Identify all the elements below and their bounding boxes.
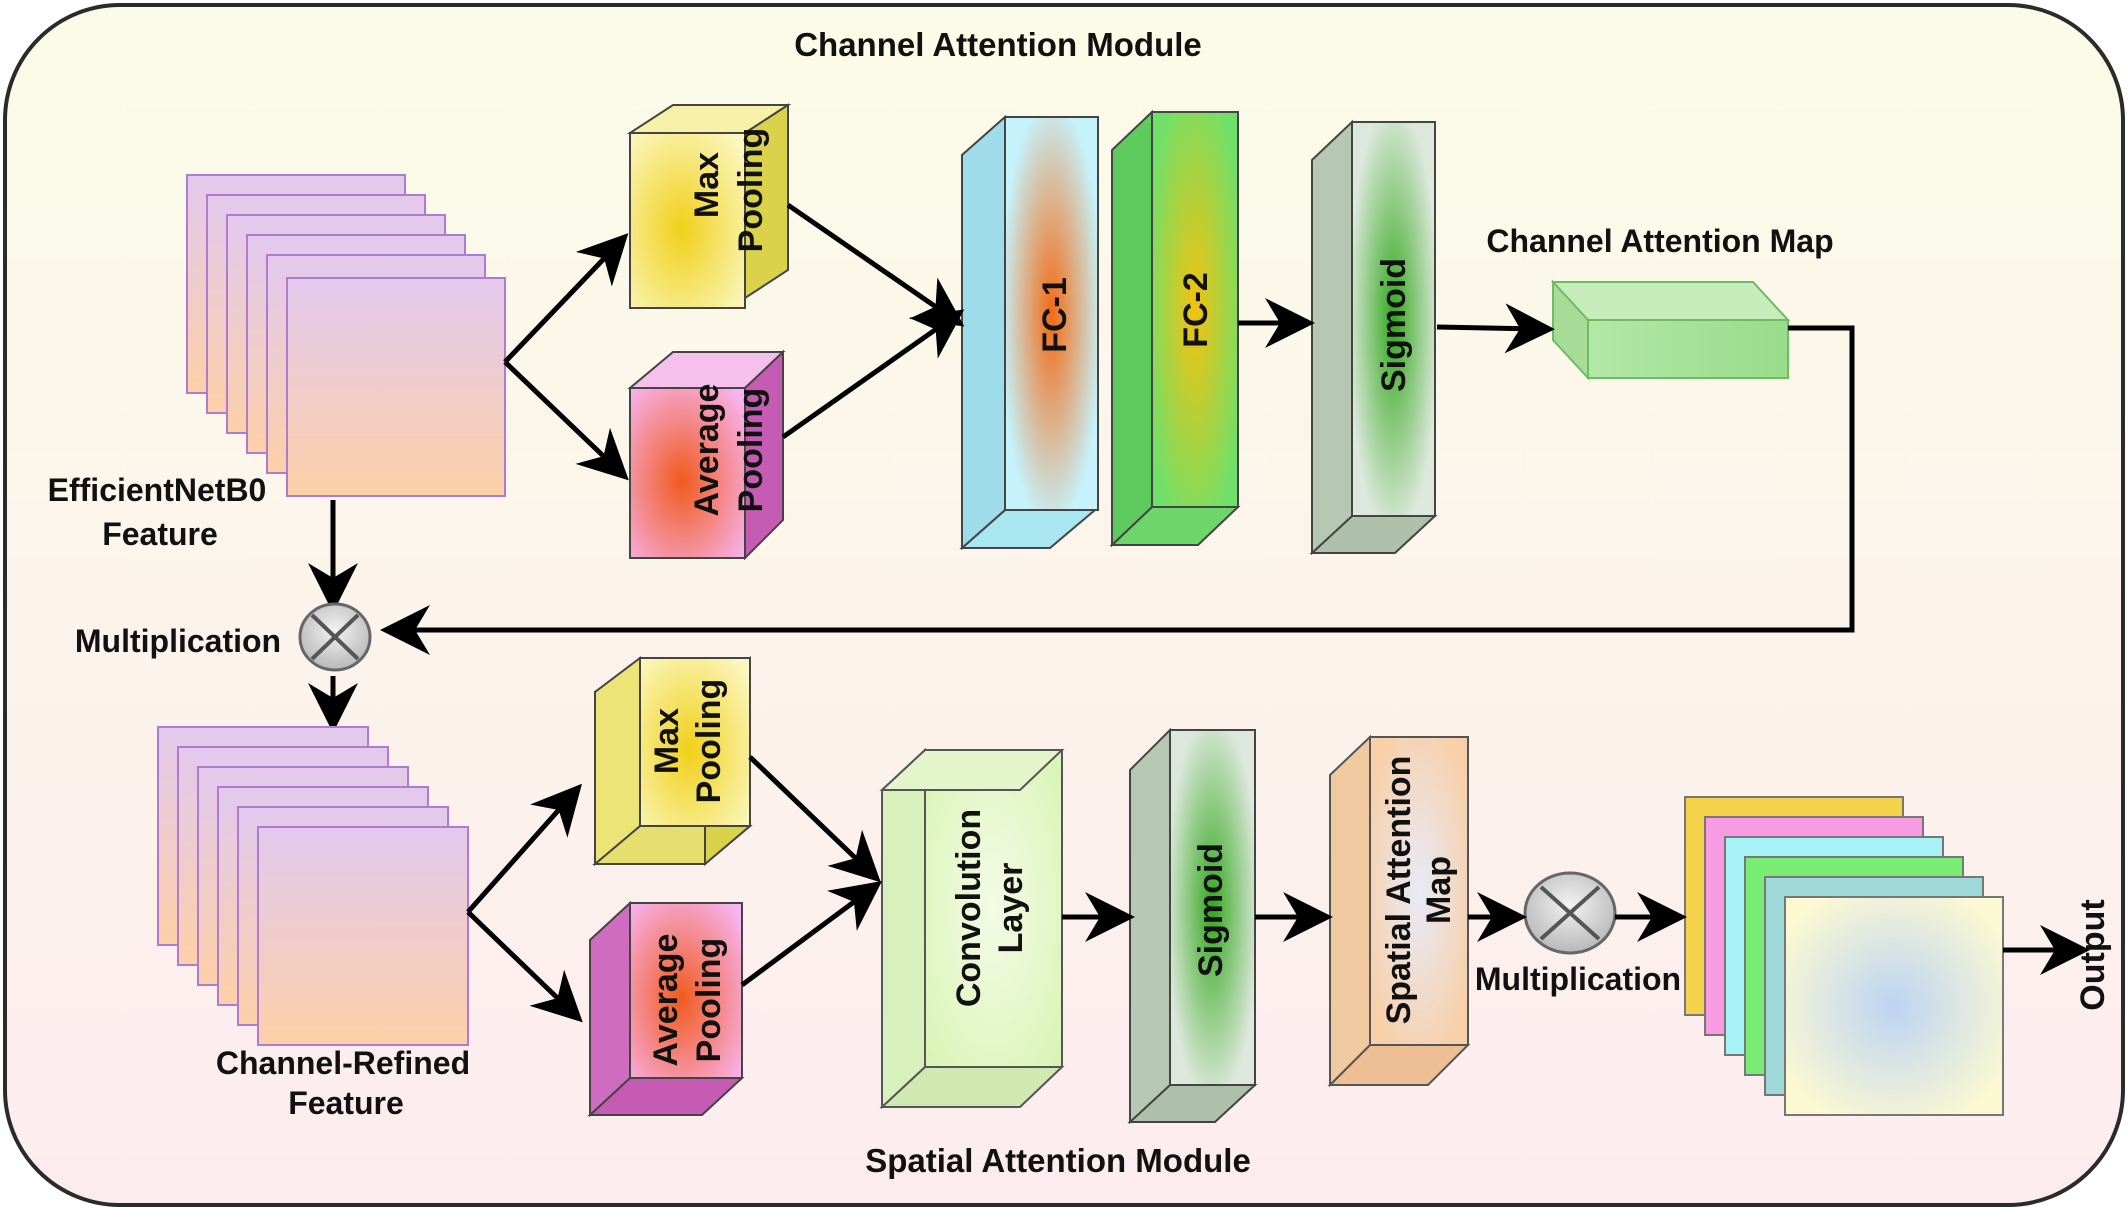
fc1-label: FC-1	[1036, 277, 1074, 353]
multiplication-node-1	[298, 602, 372, 672]
channel-max-pooling-block	[626, 103, 792, 309]
channel-sigmoid-block	[1309, 119, 1438, 556]
fc2-block	[1109, 109, 1241, 548]
channel-attention-map-label: Channel Attention Map	[1486, 223, 1833, 259]
channel-avg-pooling-line1: Average	[688, 384, 726, 517]
spatial-attention-map-line2: Map	[1420, 856, 1458, 924]
refined-feature-stack	[157, 726, 469, 1046]
spatial-avg-pooling-block	[587, 900, 745, 1118]
spatial-arrows	[466, 755, 2090, 1023]
refined-feature-label-line2: Feature	[288, 1085, 404, 1121]
convolution-layer-block	[879, 747, 1065, 1110]
spatial-max-pooling-line2: Pooling	[690, 679, 728, 804]
channel-avg-pooling-line2: Pooling	[732, 388, 770, 513]
channel-arrows	[308, 202, 1855, 733]
refined-feature-label-line1: Channel-Refined	[216, 1045, 470, 1081]
channel-max-pooling-line1: Max	[688, 152, 726, 218]
output-feature-stack	[1684, 796, 2004, 1116]
spatial-avg-pooling-line2: Pooling	[690, 938, 728, 1063]
channel-attention-map-block	[1550, 279, 1791, 381]
spatial-max-pooling-block	[592, 655, 753, 867]
multiplication-node-2	[1523, 871, 1617, 955]
fc2-label: FC-2	[1177, 272, 1215, 348]
channel-avg-pooling-block	[627, 349, 786, 561]
input-feature-label-line2: Feature	[102, 516, 218, 552]
spatial-attention-map-block	[1327, 734, 1471, 1088]
spatial-sigmoid-block	[1127, 727, 1258, 1125]
channel-module-title: Channel Attention Module	[794, 26, 1202, 63]
output-label: Output	[2074, 899, 2112, 1010]
input-feature-stack	[186, 174, 506, 497]
input-feature-label-line1: EfficientNetB0	[48, 472, 267, 508]
multiplication-label-2: Multiplication	[1475, 961, 1681, 997]
convolution-layer-line1: Convolution	[950, 809, 988, 1007]
spatial-sigmoid-label: Sigmoid	[1192, 843, 1230, 977]
spatial-module-title: Spatial Attention Module	[865, 1142, 1251, 1179]
spatial-attention-map-line1: Spatial Attention	[1380, 756, 1418, 1025]
spatial-avg-pooling-line1: Average	[647, 934, 685, 1067]
channel-sigmoid-label: Sigmoid	[1375, 258, 1413, 392]
convolution-layer-line2: Layer	[992, 863, 1030, 954]
spatial-max-pooling-line1: Max	[648, 708, 686, 774]
channel-max-pooling-line2: Pooling	[732, 128, 770, 253]
multiplication-label-1: Multiplication	[75, 623, 281, 659]
fc1-block	[959, 114, 1099, 551]
